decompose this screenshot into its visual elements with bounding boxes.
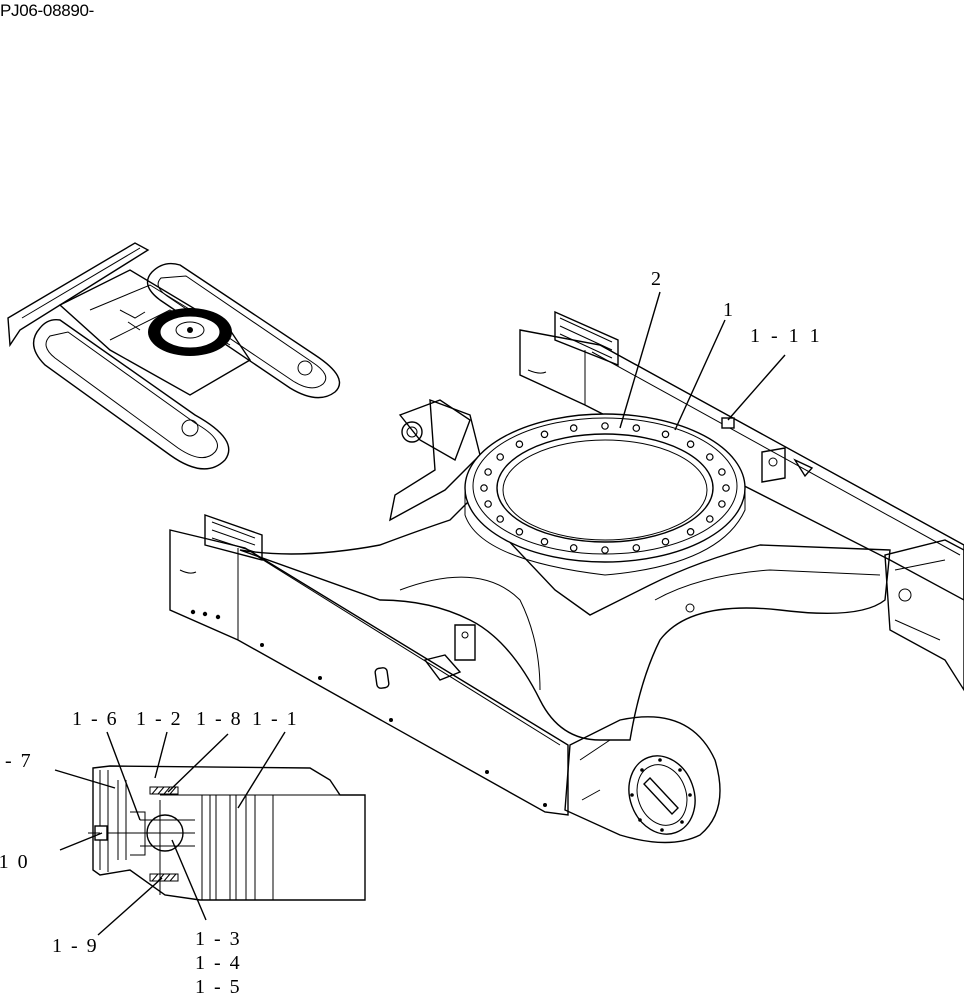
bolt-hole <box>540 430 549 439</box>
bolt-hole <box>718 468 726 476</box>
callout-1-1: 1 - 1 <box>252 708 299 730</box>
bolt-hole <box>722 484 730 492</box>
swing-circle-ring <box>464 413 746 576</box>
callout-1-2: 1 - 2 <box>136 708 183 730</box>
bolt-hole <box>515 440 524 449</box>
hatch-top <box>149 786 179 795</box>
main-lower-frame <box>169 310 964 844</box>
callout-1: 1 <box>723 299 733 321</box>
bolt-hole <box>540 537 549 546</box>
bolt-hole <box>480 484 488 492</box>
bolt-hole <box>632 544 641 552</box>
callout-1-3: 1 - 3 <box>195 928 242 950</box>
overview-undercarriage <box>7 242 341 470</box>
callout-1-10: 1 - 1 0 <box>0 851 30 873</box>
bolt-hole <box>484 500 492 508</box>
callout-1-5: 1 - 5 <box>195 976 242 998</box>
bolt-hole <box>569 424 578 432</box>
bolt-hole <box>661 430 670 439</box>
callout-labels: 2 1 1 - 1 1 1 - 6 1 - 2 1 - 8 1 - 1 1 - … <box>0 268 823 998</box>
detail-view <box>88 765 366 901</box>
hatch-bottom <box>149 873 179 882</box>
callout-1-7: 1 - 7 <box>0 750 33 772</box>
document-id: PJ06-08890- <box>0 1 95 20</box>
label-plate <box>721 417 735 429</box>
bolt-hole <box>705 453 714 461</box>
bolt-hole <box>601 422 609 430</box>
callout-1-8: 1 - 8 <box>196 708 243 730</box>
callout-1-4: 1 - 4 <box>195 952 242 974</box>
bolt-hole <box>661 537 670 546</box>
bolt-hole <box>569 544 578 552</box>
callout-1-6: 1 - 6 <box>72 708 119 730</box>
swing-circle-bolts <box>480 422 730 554</box>
bolt-hole <box>496 515 505 523</box>
bolt-hole <box>515 527 524 536</box>
leader-lines <box>54 291 786 936</box>
bolt-hole <box>484 468 492 476</box>
callout-2: 2 <box>651 268 661 290</box>
callout-1-9: 1 - 9 <box>52 935 99 957</box>
bolt-hole <box>601 546 609 554</box>
bolt-hole <box>496 453 505 461</box>
bolt-hole <box>686 440 695 449</box>
callout-1-11: 1 - 1 1 <box>750 325 823 347</box>
bolt-hole <box>632 424 641 432</box>
bolt-hole <box>705 515 714 523</box>
bolt-hole <box>718 500 726 508</box>
bolt-hole <box>686 527 695 536</box>
